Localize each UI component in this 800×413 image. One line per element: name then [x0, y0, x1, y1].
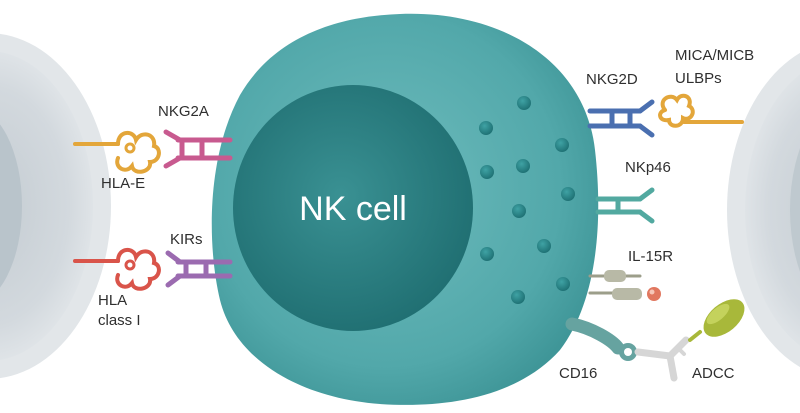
- granule: [480, 165, 494, 179]
- antibody: [634, 336, 690, 382]
- hla-label: HLA: [98, 292, 127, 309]
- cd16-receptor: [565, 317, 637, 361]
- nkp46-receptor: [595, 187, 655, 224]
- granule: [512, 204, 526, 218]
- hla-class-i-ligand: [73, 248, 161, 291]
- il15r-label: IL-15R: [628, 248, 673, 265]
- kirs-label: KIRs: [170, 231, 203, 248]
- nkg2d-label: NKG2D: [586, 71, 638, 88]
- granule: [556, 277, 570, 291]
- granule: [479, 121, 493, 135]
- granule: [511, 290, 525, 304]
- cytotoxic-granules: [479, 96, 575, 304]
- granule: [480, 247, 494, 261]
- hla-e-label: HLA-E: [101, 175, 145, 192]
- mica-micb-label: MICA/MICB: [675, 47, 754, 64]
- hla-e-ligand: [73, 131, 161, 174]
- il15r-receptor: [588, 270, 661, 301]
- antigen: [688, 299, 745, 342]
- granule: [561, 187, 575, 201]
- granule: [555, 138, 569, 152]
- kir-receptor: [165, 250, 233, 288]
- mica-micb-ligand: [658, 93, 744, 128]
- nk-cell: NK cell: [211, 13, 599, 405]
- ulbps-label: ULBPs: [675, 70, 722, 87]
- nkp46-label: NKp46: [625, 159, 671, 176]
- cd16-label: CD16: [559, 365, 597, 382]
- granule: [517, 96, 531, 110]
- nk-cell-label: NK cell: [299, 190, 407, 228]
- nucleus: [233, 85, 473, 331]
- nkg2a-receptor: [163, 129, 233, 169]
- granule: [516, 159, 530, 173]
- left-target-cell: [0, 33, 111, 379]
- adcc-label: ADCC: [692, 365, 735, 382]
- granule: [537, 239, 551, 253]
- nkg2a-label: NKG2A: [158, 103, 209, 120]
- class-i-label: class I: [98, 312, 141, 329]
- right-target-cell: [727, 52, 800, 368]
- nkg2d-receptor: [587, 99, 655, 138]
